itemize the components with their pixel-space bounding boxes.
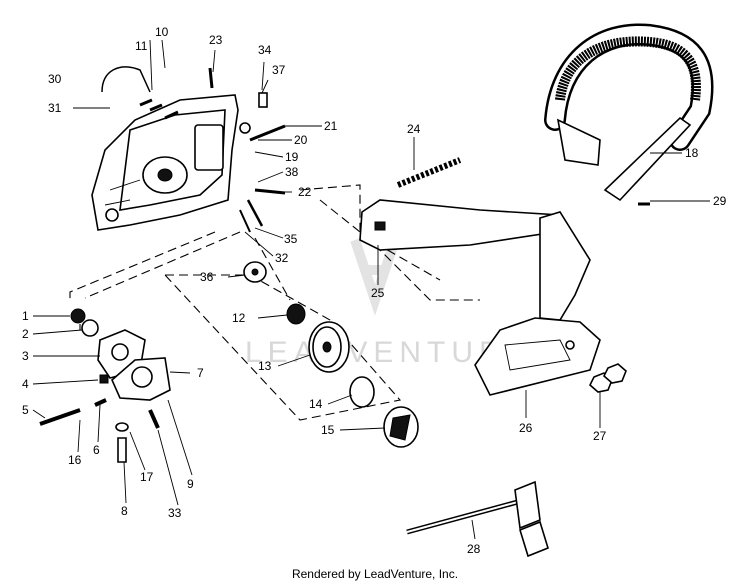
callout-16: 16	[68, 453, 82, 467]
leader-lines	[32, 39, 710, 540]
callout-24: 24	[407, 122, 421, 136]
callout-4: 4	[22, 377, 29, 391]
guide-bar	[359, 199, 562, 251]
callout-28: 28	[467, 542, 481, 556]
throttle-cable	[101, 66, 151, 93]
callout-13: 13	[258, 359, 272, 373]
callout-18: 18	[685, 146, 699, 160]
callout-7: 7	[197, 366, 204, 380]
callout-9: 9	[187, 477, 194, 491]
callout-2: 2	[22, 327, 29, 341]
callout-17: 17	[140, 470, 154, 484]
clutch-cover-body	[91, 94, 239, 231]
oil-pump-assembly	[39, 308, 171, 463]
callout-38: 38	[285, 165, 299, 179]
callout-31: 31	[48, 101, 62, 115]
saw-chain	[396, 157, 462, 188]
callout-32: 32	[275, 251, 289, 265]
callout-15: 15	[321, 423, 335, 437]
callout-33: 33	[168, 506, 182, 520]
callout-21: 21	[324, 119, 338, 133]
bar-nuts	[589, 363, 627, 393]
callout-34: 34	[258, 43, 272, 57]
callout-11: 11	[135, 39, 148, 53]
callout-labels: 1 2 3 4 5 6 7 8 9 10 11 12 13 14 15 16 1…	[22, 25, 727, 556]
front-handle	[544, 23, 714, 202]
top-screws	[139, 67, 286, 233]
callout-14: 14	[309, 397, 323, 411]
callout-10: 10	[155, 25, 169, 39]
callout-27: 27	[593, 429, 607, 443]
callout-22: 22	[298, 185, 312, 199]
callout-8: 8	[121, 504, 128, 518]
callout-29: 29	[713, 194, 727, 208]
callout-25: 25	[371, 286, 385, 300]
callout-12: 12	[232, 311, 246, 325]
clutch-parts	[243, 261, 419, 448]
callout-35: 35	[284, 232, 298, 246]
combination-wrench	[406, 480, 549, 558]
callout-19: 19	[285, 150, 299, 164]
callout-6: 6	[93, 443, 100, 457]
callout-36: 36	[200, 270, 214, 284]
callout-20: 20	[294, 133, 308, 147]
callout-30: 30	[48, 72, 62, 86]
callout-3: 3	[22, 349, 29, 363]
callout-37: 37	[272, 63, 286, 77]
footer-credit: Rendered by LeadVenture, Inc.	[291, 567, 459, 581]
sprocket-cover	[474, 211, 601, 396]
callout-5: 5	[22, 403, 29, 417]
callout-23: 23	[209, 33, 223, 47]
callout-26: 26	[519, 421, 533, 435]
callout-1: 1	[22, 309, 29, 323]
